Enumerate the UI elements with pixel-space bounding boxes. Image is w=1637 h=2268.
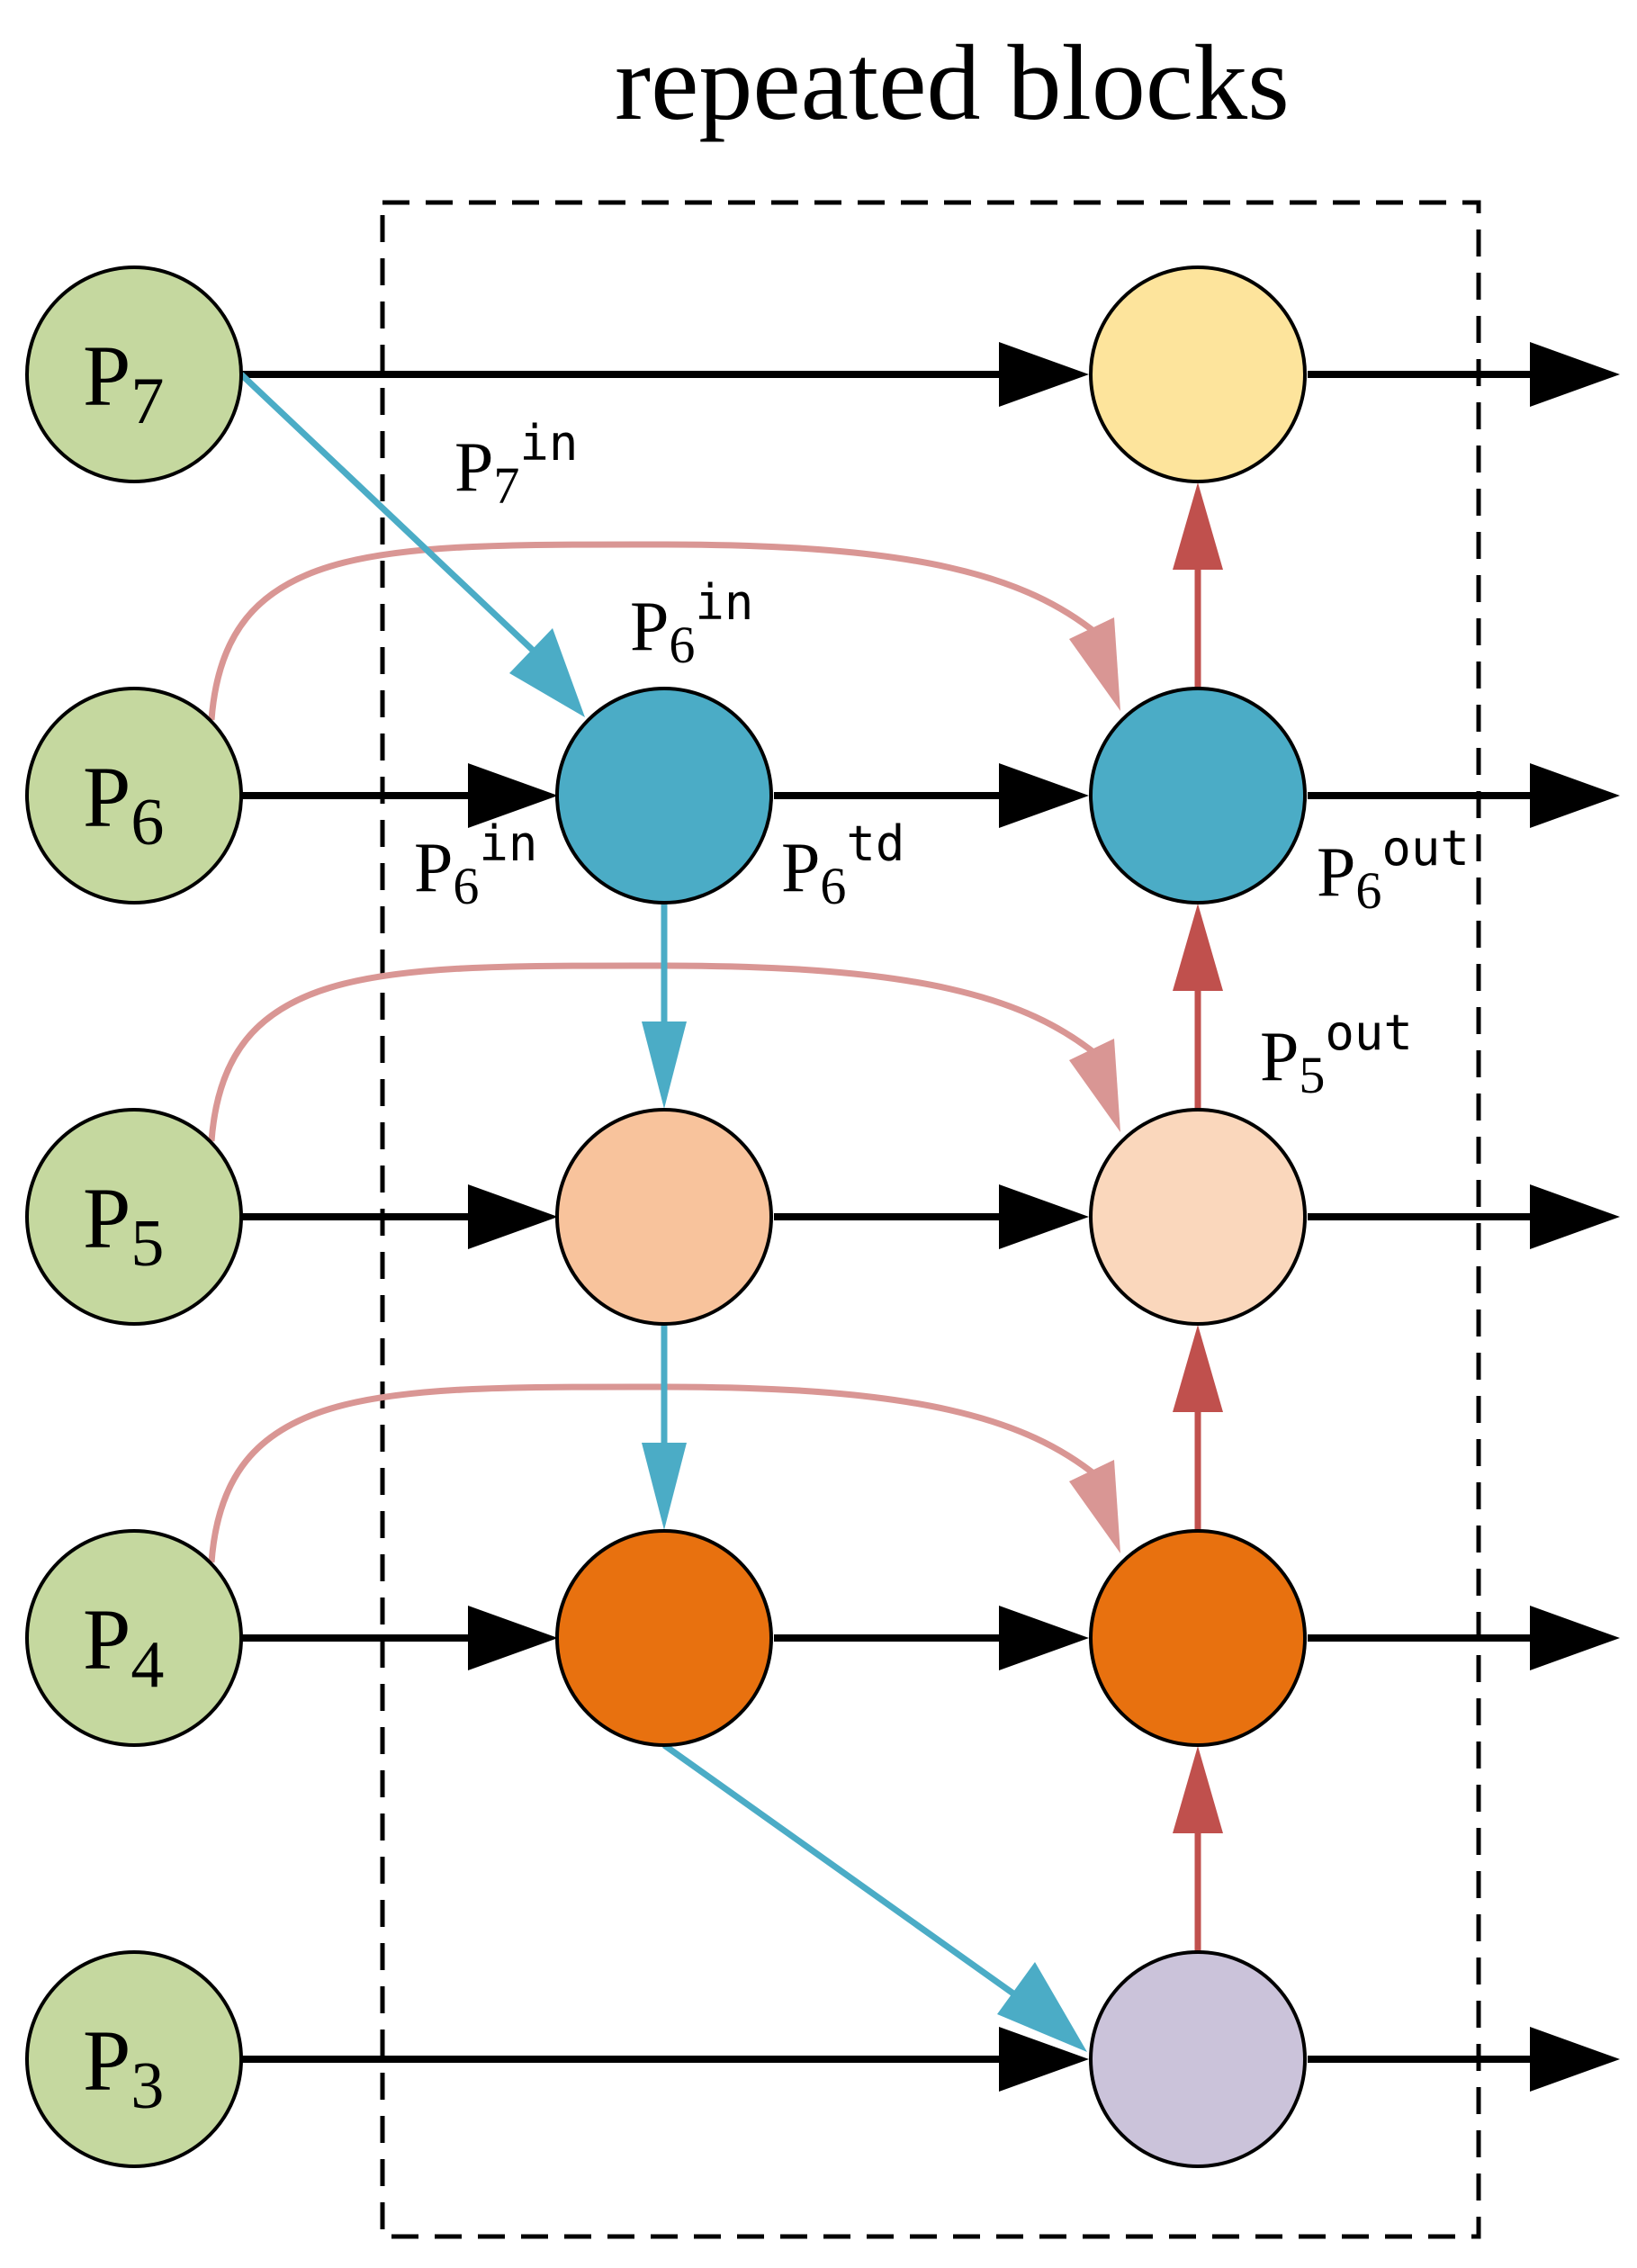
lateral-edges [241,371,1548,2063]
label-p6-out: P6out [1317,820,1470,920]
arrowhead [1173,904,1223,991]
arrowhead [1530,342,1620,407]
arrowhead [1530,763,1620,828]
input-nodes [25,266,243,2168]
annotation-labels: P7in P6in P6in P6td P6out P5out [414,415,1470,1104]
arrowhead [1530,2027,1620,2092]
arrowhead [999,1184,1089,1249]
topdown-arrowheads [509,628,1087,2052]
topdown-edges [238,372,1029,2005]
topdown-edge-p7-to-p6td [238,372,543,660]
label-p6-td: P6td [781,815,904,915]
label-p5-out: P5out [1260,1004,1413,1104]
arrowhead [1069,617,1120,711]
skip-edges [208,541,1101,1563]
label-p7-input: P7 [83,328,164,438]
node-p3-input [25,1950,243,2168]
node-p5-td [555,1108,773,1326]
arrowhead [509,628,585,717]
label-p4-input: P4 [83,1591,164,1702]
node-p6-out [1089,687,1307,904]
label-p5-input: P5 [83,1170,164,1281]
label-p6-input: P6 [83,749,164,860]
node-p7-out [1089,266,1307,483]
arrowhead [468,763,558,828]
arrowhead [999,1606,1089,1670]
label-p7-in: P7in [454,415,578,515]
arrowhead [1069,1460,1120,1553]
input-labels: P7 P6 P5 P4 P3 [83,328,164,2123]
arrowhead [999,763,1089,828]
diagram-title: repeated blocks [615,22,1290,142]
arrowhead [468,1184,558,1249]
node-p6-input [25,687,243,904]
node-p6-td [555,687,773,904]
arrowhead [1530,1184,1620,1249]
output-nodes [1089,266,1307,2168]
node-p5-input [25,1108,243,1326]
arrowhead [1173,1746,1223,1833]
label-p6-in-left: P6in [414,815,537,915]
topdown-edge-p4td-to-p3out [661,1742,1029,2005]
skip-arrowheads [1069,617,1120,1553]
label-p6-in-top: P6in [630,574,753,674]
intermediate-nodes [555,687,773,1747]
skip-edge-p4 [208,1383,1101,1563]
arrowhead [1069,1039,1120,1132]
arrowhead [997,1962,1087,2052]
node-p4-td [555,1529,773,1747]
arrowhead [1173,1325,1223,1412]
arrowhead [999,342,1089,407]
node-p3-out [1089,1950,1307,2168]
skip-edge-p6 [208,541,1101,721]
skip-edge-p5 [208,962,1101,1142]
arrowhead [642,1443,687,1530]
bottomup-arrowheads [1173,482,1223,1833]
node-p4-out [1089,1529,1307,1747]
lateral-arrowheads [468,342,1620,2092]
node-p4-input [25,1529,243,1747]
arrowhead [1530,1606,1620,1670]
node-p5-out [1089,1108,1307,1326]
label-p3-input: P3 [83,2012,164,2123]
arrowhead [642,1022,687,1109]
arrowhead [999,2027,1089,2092]
arrowhead [468,1606,558,1670]
node-p7-input [25,266,243,483]
arrowhead [1173,482,1223,570]
